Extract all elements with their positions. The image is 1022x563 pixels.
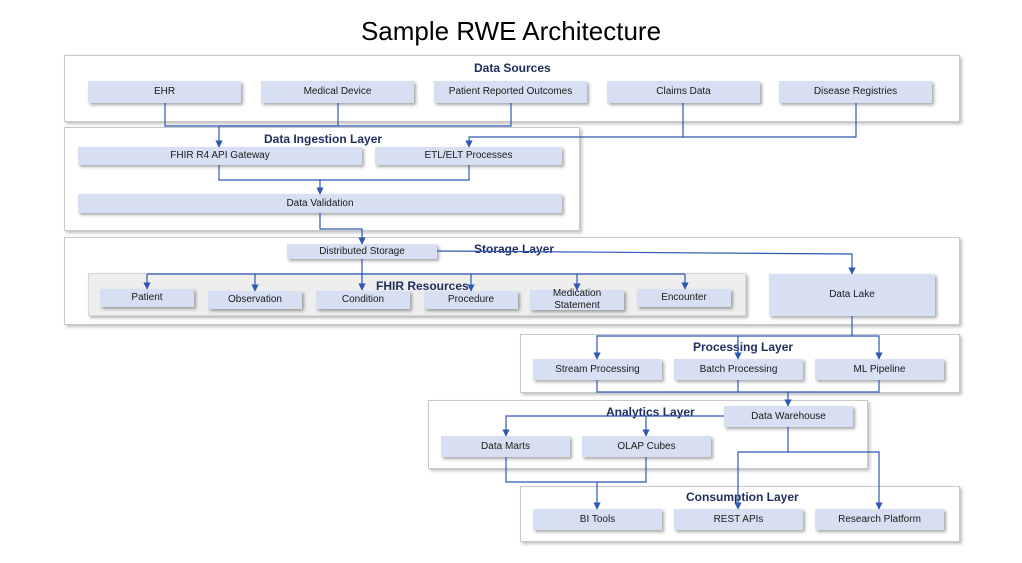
bi-tools: BI Tools xyxy=(533,509,662,530)
storage-layer-title: Storage Layer xyxy=(474,242,555,256)
data-warehouse: Data Warehouse xyxy=(724,406,853,427)
page-title: Sample RWE Architecture xyxy=(360,16,662,46)
olap-cubes: OLAP Cubes xyxy=(582,436,711,457)
batch-processing: Batch Processing xyxy=(674,359,803,380)
source-claims-data: Claims Data xyxy=(607,81,760,103)
fhir-resources-title: FHIR Resources xyxy=(376,279,469,293)
source-ehr: EHR xyxy=(88,81,241,103)
resource-condition: Condition xyxy=(316,291,410,309)
resource-procedure: Procedure xyxy=(424,291,518,309)
etl-elt-processes: ETL/ELT Processes xyxy=(375,147,562,165)
data-lake: Data Lake xyxy=(769,274,935,316)
fhir-resources-panel xyxy=(88,273,746,316)
research-platform: Research Platform xyxy=(815,509,944,530)
data-marts: Data Marts xyxy=(441,436,570,457)
data-sources-title: Data Sources xyxy=(474,61,551,75)
fhir-api-gateway: FHIR R4 API Gateway xyxy=(78,147,362,165)
source-patient-reported-outcomes: Patient Reported Outcomes xyxy=(434,81,587,103)
resource-encounter: Encounter xyxy=(637,289,731,307)
resource-patient: Patient xyxy=(100,289,194,307)
data-ingestion-title: Data Ingestion Layer xyxy=(264,132,383,146)
stream-processing: Stream Processing xyxy=(533,359,662,380)
resource-medication-statement: Medication Statement xyxy=(530,288,624,311)
source-disease-registries: Disease Registries xyxy=(779,81,932,103)
consumption-layer-title: Consumption Layer xyxy=(686,490,799,504)
rest-apis: REST APIs xyxy=(674,509,803,530)
ml-pipeline: ML Pipeline xyxy=(815,359,944,380)
data-validation: Data Validation xyxy=(78,194,562,213)
source-medical-device: Medical Device xyxy=(261,81,414,103)
resource-observation: Observation xyxy=(208,291,302,309)
processing-layer-title: Processing Layer xyxy=(693,340,794,354)
distributed-storage: Distributed Storage xyxy=(287,244,437,259)
analytics-layer-title: Analytics Layer xyxy=(606,405,695,419)
